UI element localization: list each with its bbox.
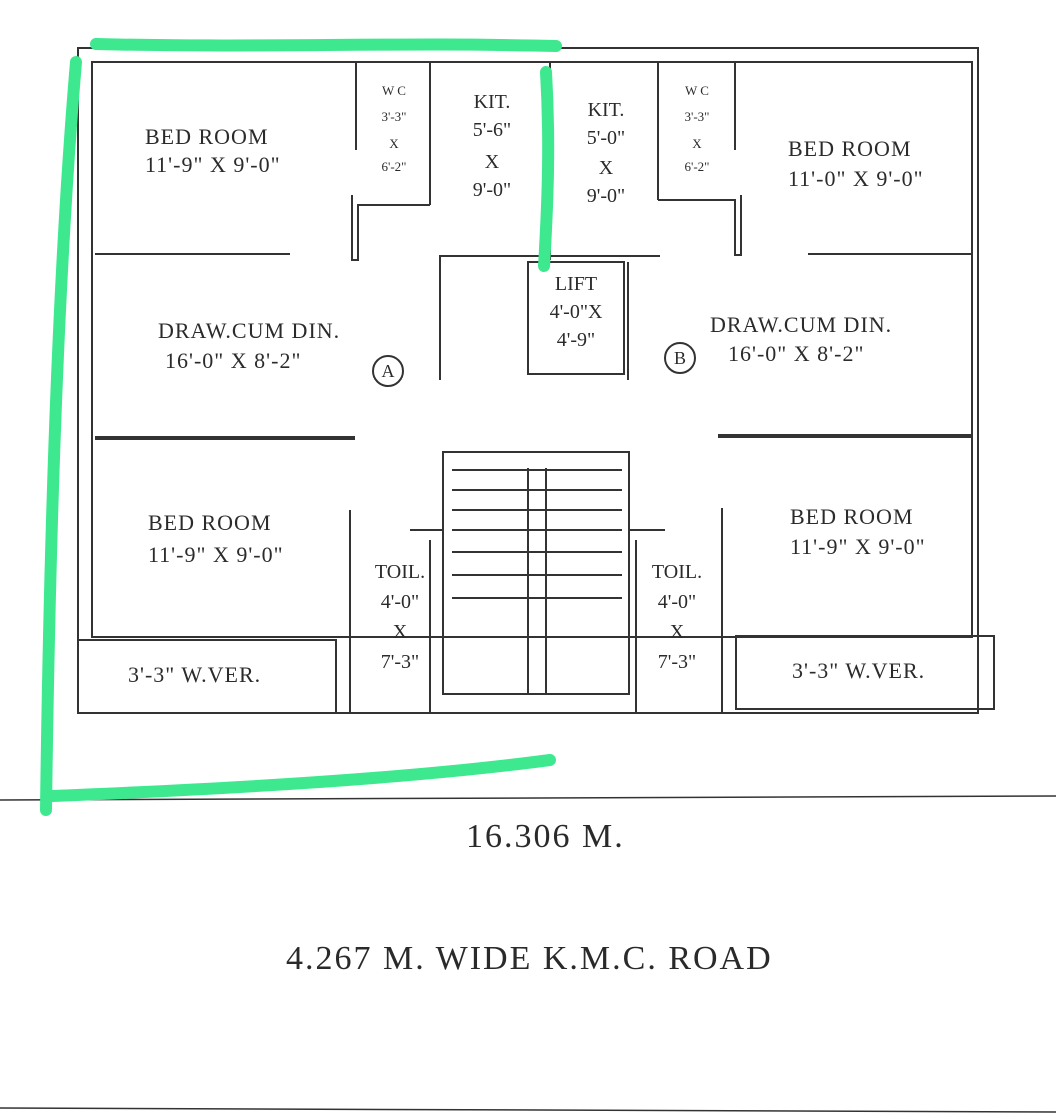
wall-wc-r-bottom [658,195,742,256]
road-label: 4.267 M. WIDE K.M.C. ROAD [286,940,773,977]
room-wc-r-w: 3'-3" [684,109,710,124]
room-kit-r-x: X [598,157,614,179]
room-bed-tr-name: BED ROOM [788,136,912,161]
room-lift-name: LIFT [554,273,598,295]
room-wc-l-name: W C [382,83,406,98]
room-toil-l-x: X [392,621,408,643]
unit-marker-a: A [372,355,404,387]
room-draw-l-size: 16'-0" X 8'-2" [165,348,302,373]
room-wc-l-h: 6'-2" [381,159,407,174]
room-toil-l-h: 7'-3" [380,651,420,673]
room-draw-l-name: DRAW.CUM DIN. [158,318,341,343]
room-toil-r-w: 4'-0" [657,591,697,613]
room-bed-tl-size: 11'-9" X 9'-0" [145,152,281,177]
room-bed-br-name: BED ROOM [790,504,914,529]
room-kit-r-h: 9'-0" [586,185,626,207]
plot-width-label: 16.306 M. [466,818,625,855]
staircase [442,451,630,695]
room-kit-l-h: 9'-0" [472,179,512,201]
room-kit-r-w: 5'-0" [586,127,626,149]
room-draw-r-size: 16'-0" X 8'-2" [728,341,865,366]
wall-wc-l-bottom [351,195,430,261]
room-bed-bl-size: 11'-9" X 9'-0" [148,542,284,567]
room-toil-r-name: TOIL. [651,561,703,583]
room-kit-l-name: KIT. [473,91,511,113]
room-wc-l-x: X [389,136,399,151]
highlight-marker-stroke [40,38,562,816]
unit-marker-b: B [664,342,696,374]
room-bed-tr-size: 11'-0" X 9'-0" [788,166,924,191]
room-lift-h: 4'-9" [556,329,596,351]
room-wc-r-h: 6'-2" [684,159,710,174]
room-bed-bl-name: BED ROOM [148,510,272,535]
road-edge-line [0,1107,1056,1113]
room-kit-r-name: KIT. [587,99,625,121]
verandah-left [77,639,337,714]
inner-wall [91,61,973,638]
room-kit-l-w: 5'-6" [472,119,512,141]
room-bed-tl-name: BED ROOM [145,124,269,149]
verandah-right-label: 3'-3" W.VER. [792,658,926,683]
room-toil-r-x: X [669,621,685,643]
verandah-left-label: 3'-3" W.VER. [128,662,262,687]
room-wc-l-w: 3'-3" [381,109,407,124]
room-wc-r-name: W C [685,83,709,98]
room-lift-w: 4'-0"X [549,301,603,323]
room-toil-r-h: 7'-3" [657,651,697,673]
plot-boundary-line [0,795,1056,801]
wall-core-top [439,255,660,380]
room-draw-r-name: DRAW.CUM DIN. [710,312,893,337]
room-kit-l-x: X [484,151,500,173]
room-toil-l-name: TOIL. [374,561,426,583]
room-toil-l-w: 4'-0" [380,591,420,613]
verandah-right [735,635,995,710]
lift-shaft [527,261,625,375]
room-wc-r-x: X [692,136,702,151]
room-bed-br-size: 11'-9" X 9'-0" [790,534,926,559]
